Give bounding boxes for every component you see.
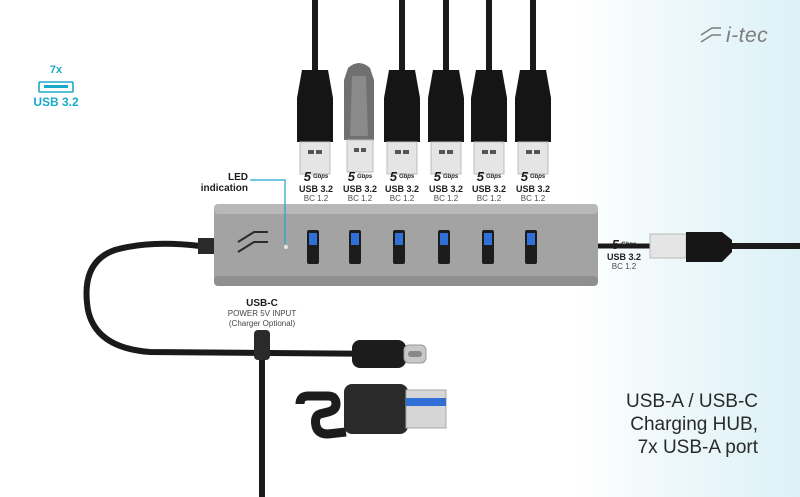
port-standard: USB 3.2: [428, 184, 463, 194]
led-indicator: [284, 245, 288, 249]
usb-c-plug: [352, 340, 427, 368]
port-bc: BC 1.2: [433, 194, 459, 203]
port-standard: USB 3.2: [342, 184, 377, 194]
port-bc: BC 1.2: [476, 194, 502, 203]
speed-unit: Gbps: [312, 173, 329, 180]
speed-number: 5: [347, 169, 355, 184]
usb-a-plug: [471, 70, 507, 175]
cable-strain-relief: [198, 238, 214, 254]
usb-port-icon: [38, 81, 74, 93]
port-standard: USB 3.2: [606, 252, 641, 262]
top-plugs: [297, 63, 551, 175]
usb-c-input-plug: [254, 330, 270, 360]
speed-unit: Gbps: [529, 173, 546, 180]
port-bc: BC 1.2: [303, 194, 329, 203]
caption-line3: 7x USB-A port: [637, 437, 758, 458]
port-bc: BC 1.2: [389, 194, 415, 203]
usb-a-adapter: [295, 384, 447, 439]
usb-a-plug: [384, 70, 420, 175]
brand-name: i-tec: [726, 24, 769, 47]
hub-logo-icon: [237, 231, 268, 253]
speed-unit: Gbps: [442, 173, 459, 180]
usbc-input-label: USB-C POWER 5V INPUT (Charger Optional): [218, 299, 306, 329]
product-caption: USB-A / USB-C Charging HUB, 7x USB-A por…: [598, 390, 758, 459]
speed-unit: Gbps: [620, 241, 637, 248]
usbc-line2: (Charger Optional): [228, 319, 296, 328]
speed-number: 5: [520, 169, 528, 184]
port-standard: USB 3.2: [298, 184, 333, 194]
brand-mark-icon: [700, 27, 721, 43]
badge-count: 7x: [49, 64, 63, 76]
usb-a-plug: [297, 70, 333, 175]
usb-a-plug: [515, 70, 551, 175]
usbc-title: USB-C: [246, 298, 278, 309]
port-standard: USB 3.2: [471, 184, 506, 194]
caption-line1: USB-A / USB-C: [626, 391, 758, 412]
led-label-line1: LED: [228, 172, 248, 183]
hub-body: [214, 204, 598, 286]
port-bc: BC 1.2: [611, 262, 637, 271]
speed-number: 5: [303, 169, 311, 184]
led-pointer-line: [250, 179, 286, 244]
speed-unit: Gbps: [398, 173, 415, 180]
speed-number: 5: [389, 169, 397, 184]
caption-line2: Charging HUB,: [630, 414, 758, 435]
badge-label: USB 3.2: [33, 95, 79, 109]
left-cable: [83, 240, 391, 497]
hub-ports: [307, 230, 537, 264]
speed-unit: Gbps: [485, 173, 502, 180]
brand-logo: i-tec: [700, 24, 784, 48]
port-standard: USB 3.2: [515, 184, 550, 194]
speed-number: 5: [611, 237, 619, 252]
speed-number: 5: [476, 169, 484, 184]
flash-drive: [344, 63, 374, 173]
port-bc: BC 1.2: [347, 194, 373, 203]
speed-unit: Gbps: [356, 173, 373, 180]
port-count-badge: 7x USB 3.2: [22, 64, 90, 109]
right-cable: [598, 232, 800, 262]
port-bc: BC 1.2: [520, 194, 546, 203]
led-label-line2: indication: [200, 183, 248, 194]
led-label: LED indication: [186, 172, 248, 194]
port-standard: USB 3.2: [384, 184, 419, 194]
usbc-line1: POWER 5V INPUT: [227, 309, 297, 318]
usb-a-plug: [428, 70, 464, 175]
speed-number: 5: [433, 169, 441, 184]
top-cables: [312, 0, 536, 75]
